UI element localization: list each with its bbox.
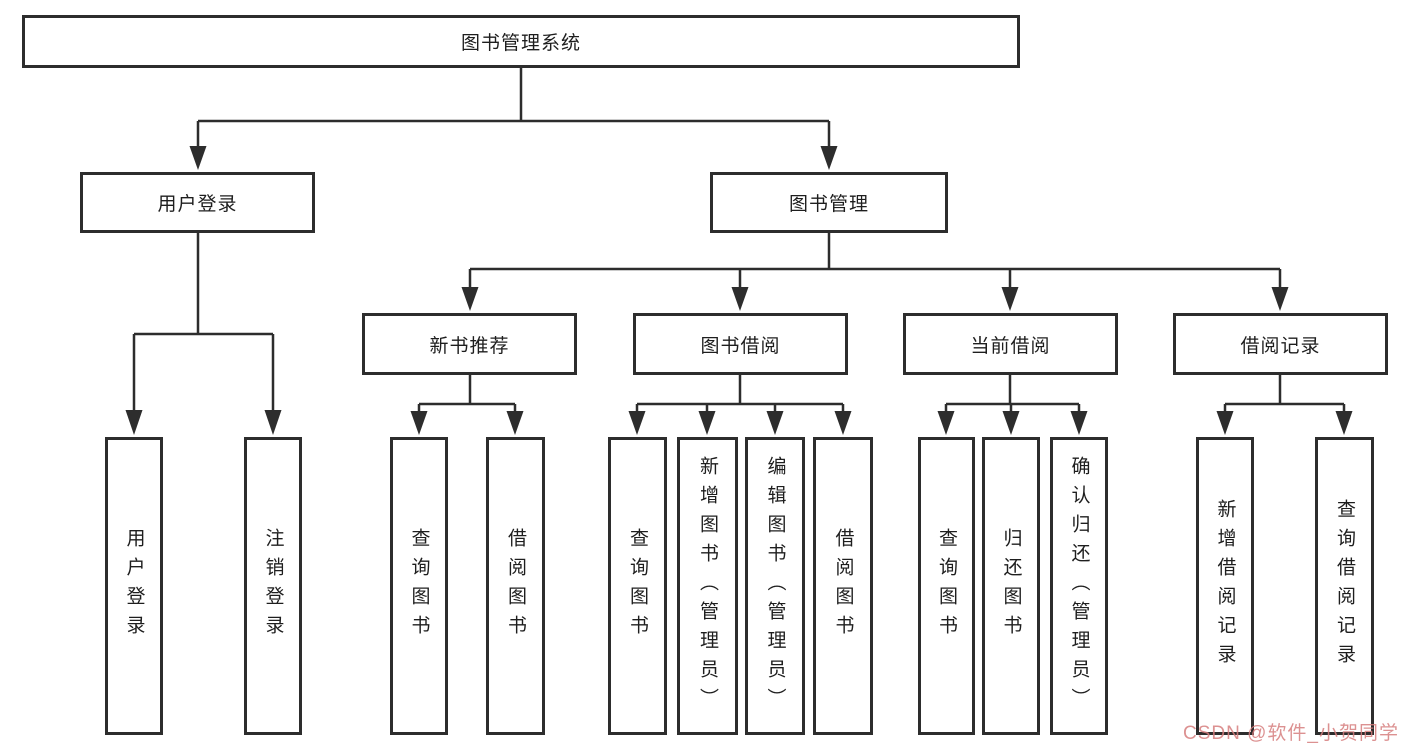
arrowhead-icon — [189, 146, 207, 170]
node-leaf-add-borrow-record: 新增借阅记录 — [1196, 437, 1254, 735]
connector-userlogin-to-leaves — [132, 233, 275, 412]
node-leaf-user-login: 用户登录 — [105, 437, 163, 735]
arrowhead-icon — [125, 410, 143, 435]
node-label: 查询图书 — [936, 528, 957, 644]
node-new-book-recommend: 新书推荐 — [362, 313, 577, 375]
node-label: 借阅图书 — [832, 528, 854, 644]
arrowhead-icon — [264, 410, 282, 435]
node-book-borrowing: 图书借阅 — [633, 313, 848, 375]
node-current-borrowing: 当前借阅 — [903, 313, 1118, 375]
node-label: 用户登录 — [123, 528, 145, 644]
node-label: 图书借阅 — [700, 335, 781, 357]
node-book-management-module: 图书管理 — [710, 172, 948, 233]
connector-current-to-leaves — [944, 375, 1081, 414]
node-label: 图书管理系统 — [460, 33, 581, 54]
node-leaf-query-books-2: 查询图书 — [608, 437, 667, 735]
arrowhead-icon — [506, 411, 524, 435]
csdn-watermark: CSDN @软件_小贺同学 — [1183, 723, 1399, 744]
connector-root-to-level2 — [196, 68, 831, 148]
node-leaf-query-books-3: 查询图书 — [918, 437, 975, 735]
node-leaf-borrow-books-2: 借阅图书 — [813, 437, 873, 735]
node-label: 新增借阅记录 — [1214, 499, 1236, 673]
node-label: 归还图书 — [1000, 528, 1022, 644]
node-leaf-borrow-books-1: 借阅图书 — [486, 437, 545, 735]
node-label: 新增图书（管理员） — [697, 455, 718, 717]
node-label: 注销登录 — [262, 528, 284, 644]
connector-newbooks-to-leaves — [417, 375, 517, 414]
arrowhead-icon — [410, 411, 428, 435]
node-borrowing-records: 借阅记录 — [1173, 313, 1388, 375]
node-label: 编辑图书（管理员） — [764, 455, 786, 717]
arrowhead-icon — [698, 411, 716, 435]
node-label: 借阅记录 — [1240, 335, 1321, 357]
arrowhead-icon — [1001, 287, 1019, 311]
node-label: 借阅图书 — [505, 528, 526, 644]
node-label: 查询图书 — [627, 528, 648, 644]
arrowhead-icon — [1271, 287, 1289, 311]
node-user-login-module: 用户登录 — [80, 172, 315, 233]
node-leaf-add-books-admin: 新增图书（管理员） — [677, 437, 738, 735]
node-label: 当前借阅 — [970, 335, 1051, 357]
node-root-system: 图书管理系统 — [22, 15, 1020, 68]
node-label: 查询图书 — [408, 528, 430, 644]
arrowhead-icon — [820, 146, 838, 170]
arrowhead-icon — [766, 411, 784, 435]
node-label: 图书管理 — [788, 194, 869, 215]
arrowhead-icon — [1070, 411, 1088, 435]
node-leaf-confirm-return-admin: 确认归还（管理员） — [1050, 437, 1108, 735]
arrowhead-icon — [834, 411, 852, 435]
arrowhead-icon — [937, 411, 955, 435]
arrowhead-icon — [461, 287, 479, 311]
connector-bookmgmt-to-level3 — [468, 233, 1282, 289]
node-label: 确认归还（管理员） — [1068, 455, 1090, 717]
node-leaf-edit-books-admin: 编辑图书（管理员） — [745, 437, 805, 735]
node-label: 用户登录 — [157, 194, 238, 215]
node-leaf-query-borrow-record: 查询借阅记录 — [1315, 437, 1374, 735]
arrowhead-icon — [1335, 411, 1353, 435]
arrowhead-icon — [1002, 411, 1020, 435]
node-label: 新书推荐 — [429, 335, 510, 357]
arrowhead-icon — [628, 411, 646, 435]
arrowhead-icon — [731, 287, 749, 311]
arrowhead-icon — [1216, 411, 1234, 435]
node-leaf-return-books: 归还图书 — [982, 437, 1040, 735]
connector-borrowing-to-leaves — [635, 375, 845, 414]
connector-records-to-leaves — [1223, 375, 1346, 414]
node-leaf-logout: 注销登录 — [244, 437, 302, 735]
node-leaf-query-books-1: 查询图书 — [390, 437, 448, 735]
node-label: 查询借阅记录 — [1334, 499, 1355, 673]
